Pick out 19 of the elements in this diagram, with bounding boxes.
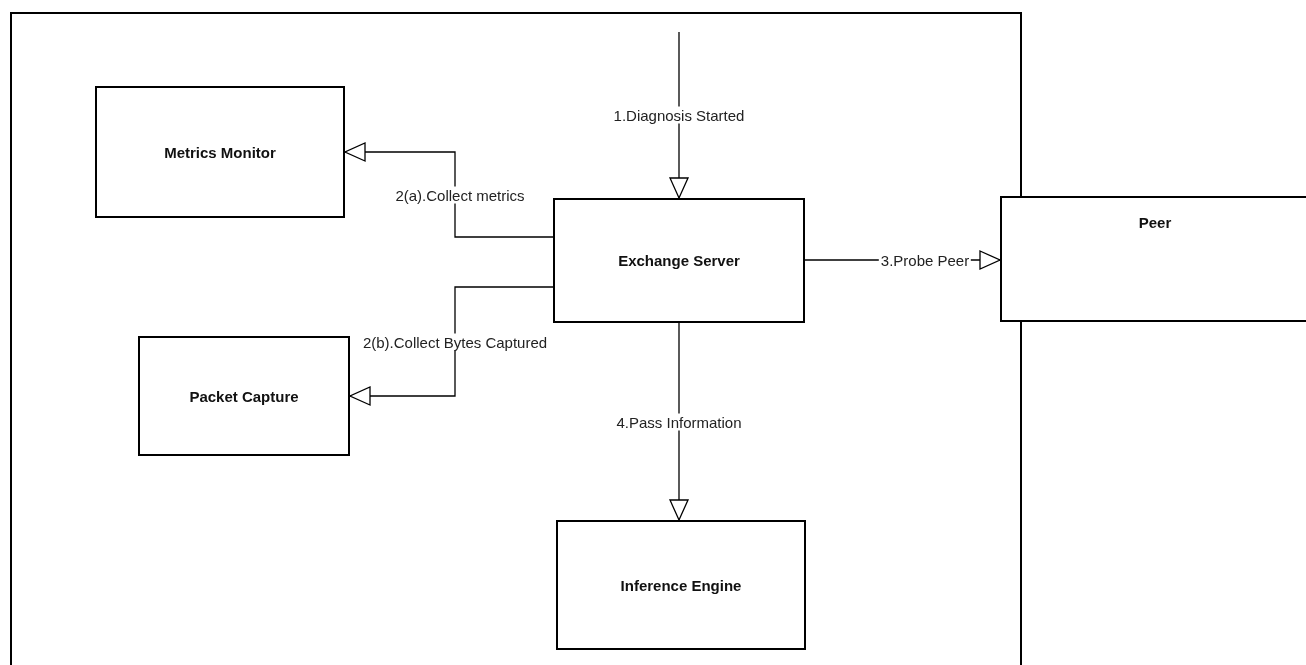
edge-label: 4.Pass Information: [614, 413, 744, 430]
process-box: [95, 86, 345, 218]
node-label: Inference Engine: [620, 576, 742, 594]
process-box: [1000, 196, 1306, 322]
arrow: [669, 31, 689, 199]
node-label: Exchange Server: [618, 252, 740, 269]
process-box: [556, 520, 806, 650]
edge-label: 2(a).Collect metrics: [393, 186, 527, 203]
edge-label: 1.Diagnosis Started: [611, 106, 747, 124]
arrow: [344, 142, 554, 238]
node-label: Metrics Monitor: [164, 143, 276, 161]
node-label: Peer: [1138, 214, 1172, 231]
process-box: [553, 198, 805, 323]
arrow: [349, 286, 554, 406]
node-label: Packet Capture: [189, 387, 299, 405]
process-box: [138, 336, 350, 456]
edge-label: 2(b).Collect Bytes Captured: [360, 333, 550, 350]
arrow: [669, 322, 689, 521]
container-box: [10, 12, 1022, 665]
